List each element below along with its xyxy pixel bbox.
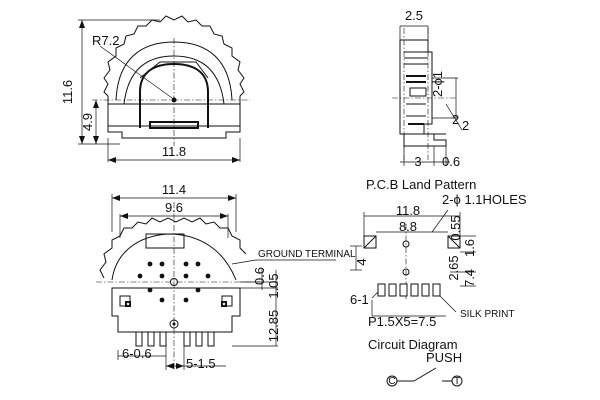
dim-side-three: 3 [414,154,421,169]
dim-radius: R7.2 [92,33,119,48]
top-view-lever [139,61,209,79]
dim-land-inner: 8.8 [399,219,417,234]
front-view-holes [137,261,211,303]
dim-land-7-4: 7.4 [462,269,477,287]
pcb-land-pattern: P.C.B Land Pattern 2-ϕ 1.1HOLES 11.8 8.8… [350,177,527,329]
pcb-title: P.C.B Land Pattern [366,177,476,192]
circuit-title: Circuit Diagram [368,337,458,352]
dim-width-top: 11.8 [162,144,186,159]
label-push: PUSH [426,350,462,365]
dim-front-point-six: 0.6 [252,267,267,285]
dim-height-total: 11.6 [60,80,75,104]
dim-land-holes: 2-ϕ 1.1HOLES [442,192,527,207]
dim-side-hole: 2-ϕ1 [430,71,445,97]
front-view-knob-teeth [99,217,247,279]
front-view: 11.4 9.6 GROUND TERMINAL 0.6 1.05 12.85 … [96,182,356,371]
dim-height-lower: 4.9 [80,113,95,131]
label-ground-terminal: GROUND TERMINAL [258,249,356,260]
dim-land-1-6: 1.6 [462,239,477,257]
dim-land-pitch: P1.5X5=7.5 [368,314,436,329]
terminal-c-label: C [388,376,395,387]
label-silk-print: SILK PRINT [460,309,514,320]
side-view: 2.5 2-ϕ1 2 2 3 0.6 [392,8,469,169]
dim-side-four-mark: 2 [452,112,459,127]
dim-land-2-65: 2.65 [446,255,461,280]
dim-pins-bottom-pitch: 5-1.5 [186,356,216,371]
dim-side-two: 2 [462,118,469,133]
dim-land-4: 4 [354,258,369,265]
terminal-t-label: T [454,376,460,387]
front-view-pins [135,331,215,347]
dim-land-pads-left: 6-1 [350,292,369,307]
dim-front-inner: 9.6 [165,200,183,215]
dim-side-point-six: 0.6 [442,154,460,169]
dim-land-width: 11.8 [396,203,420,218]
top-view-knob-teeth [103,15,245,97]
top-view-knob-inner-arc-2 [123,55,225,105]
dim-front-12-85: 12.85 [266,310,281,343]
land-small-pads [377,283,441,297]
circuit-diagram: Circuit Diagram PUSH C T [368,337,463,387]
dim-front-width: 11.4 [162,182,186,197]
top-view: R7.2 11.6 4.9 11.8 [60,15,250,163]
dim-land-0-55: 0.55 [448,215,463,240]
dim-side-width: 2.5 [405,8,423,23]
dim-pins-bottom-left: 6-0.6 [122,346,152,361]
dim-front-1-05: 1.05 [266,273,281,298]
terminal-t-symbol [451,375,463,387]
front-view-body [111,287,241,333]
